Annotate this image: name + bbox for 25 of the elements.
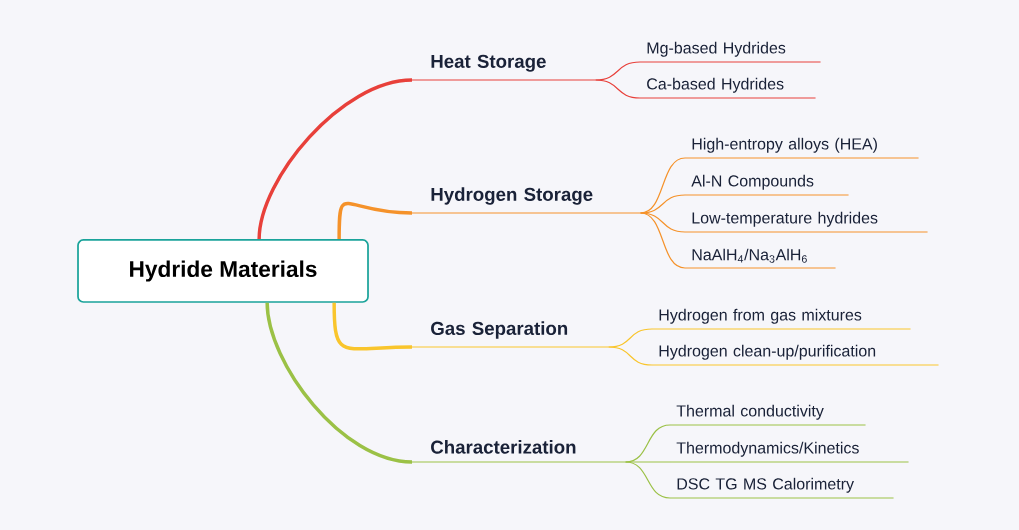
subtopic-label: Thermodynamics/Kinetics: [669, 441, 910, 463]
topic-label: Gas Separation: [411, 321, 610, 348]
branch-line: [624, 461, 671, 499]
subtopic-label: DSC TG MS Calorimetry: [669, 477, 895, 499]
branch-line: [265, 302, 413, 464]
subtopic-label: Mg-based Hydrides: [639, 41, 822, 63]
subtopic-label: Low-temperature hydrides: [684, 211, 929, 233]
branch-line: [639, 212, 686, 233]
subtopic-label: NaAlH$_{4}$/Na$_{3}$AlH$_{6}$: [684, 248, 837, 269]
branch-line: [594, 79, 641, 99]
subtopic-label: Thermal conductivity: [669, 404, 867, 426]
topic-label: Heat Storage: [411, 54, 597, 81]
branch-line: [607, 346, 653, 366]
branch-line: [337, 201, 413, 240]
subtopic-label: Ca-based Hydrides: [639, 77, 817, 99]
subtopic-label: Hydrogen from gas mixtures: [651, 308, 912, 330]
root-box: Hydride Materials: [77, 239, 369, 303]
branch-line: [332, 302, 413, 351]
branch-line: [257, 78, 413, 240]
subtopic-label: Hydrogen clean-up/purification: [651, 344, 940, 366]
subtopic-label: High-entropy alloys (HEA): [684, 137, 920, 159]
topic-label: Hydrogen Storage: [411, 187, 642, 214]
branch-line: [639, 212, 686, 269]
subtopic-label: Al-N Compounds: [684, 174, 850, 196]
topic-label: Characterization: [411, 440, 627, 463]
